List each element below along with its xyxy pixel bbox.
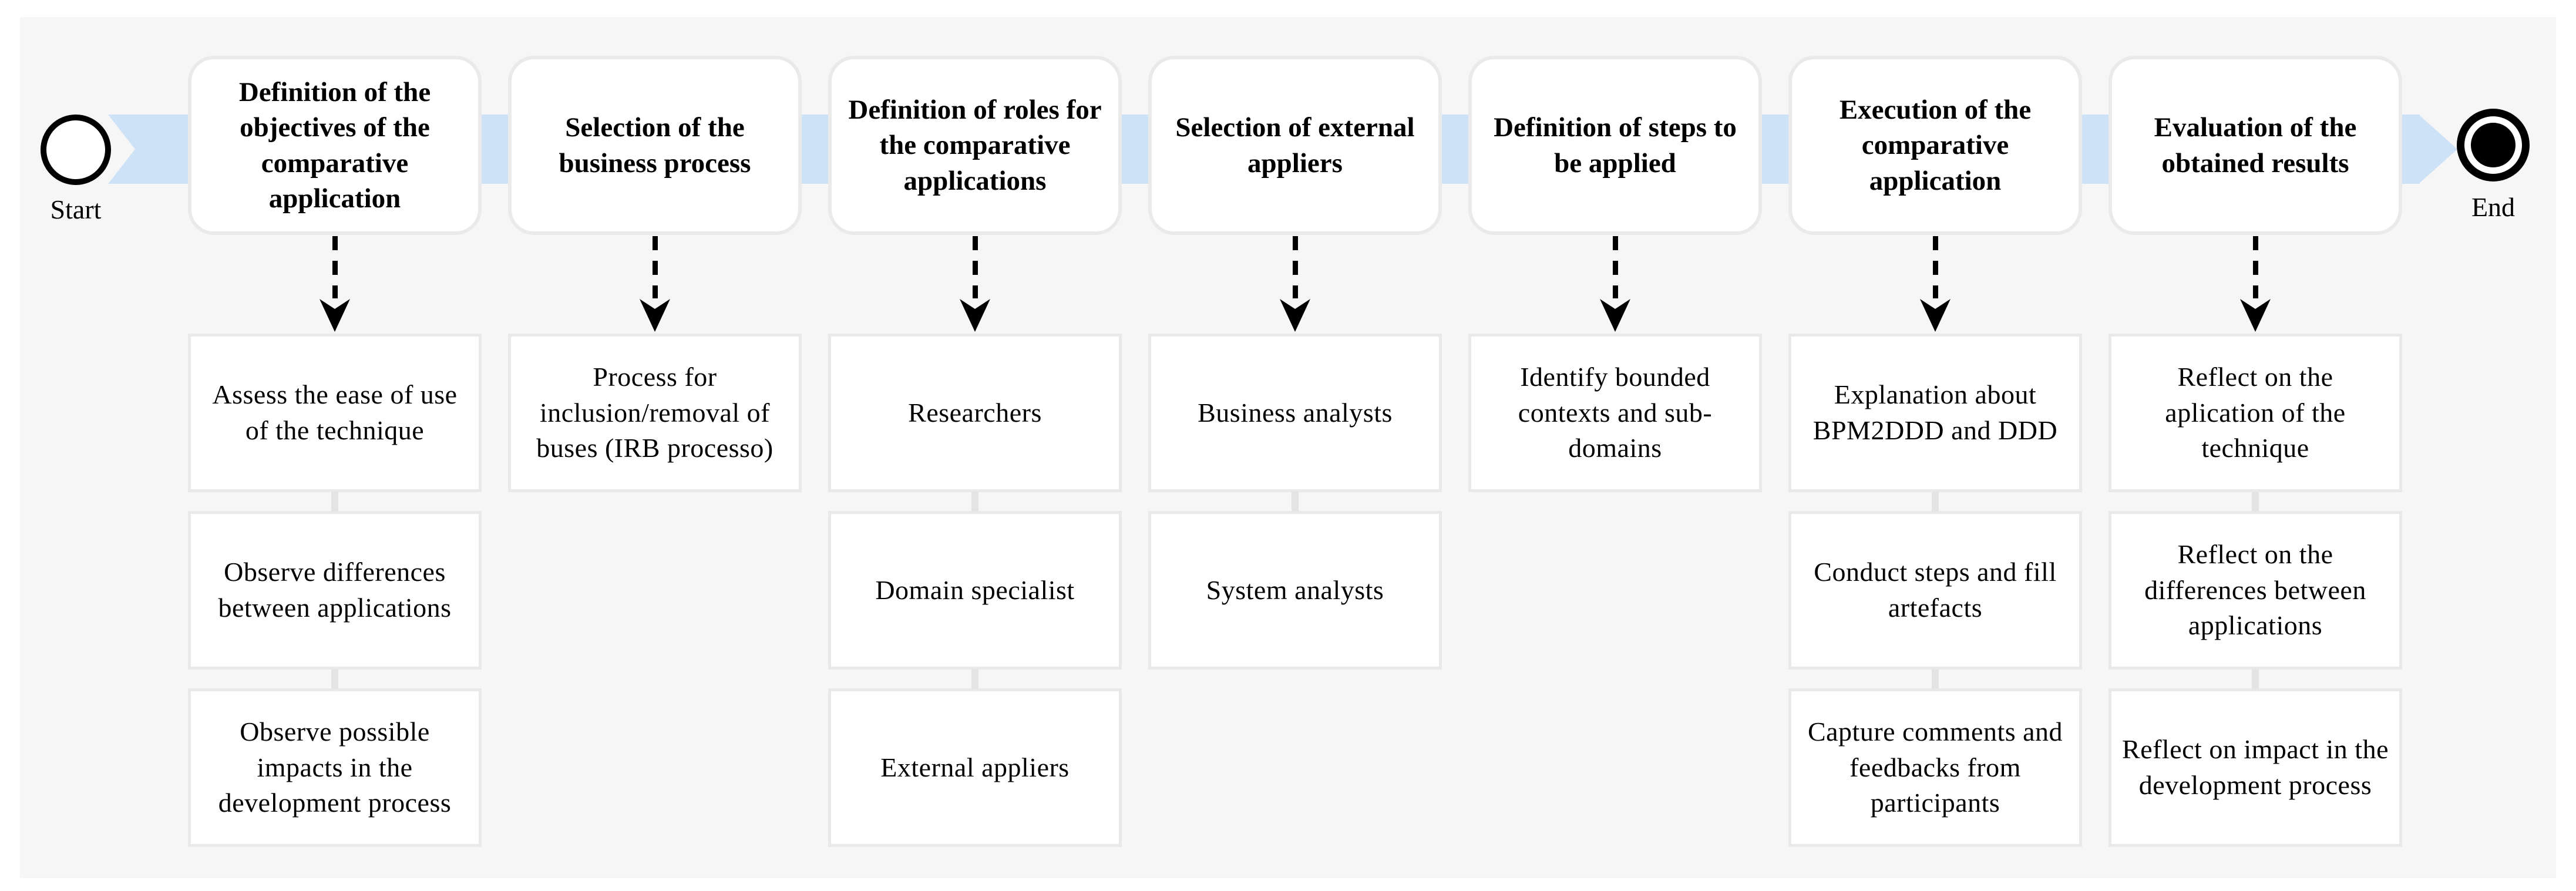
substep-box: Observe possible impacts in the developm…: [188, 688, 482, 847]
end-event-ring: [2464, 116, 2522, 174]
column-connector: [1932, 492, 1939, 512]
substep-box: Assess the ease of use of the technique: [188, 334, 482, 492]
substep-box: External appliers: [828, 688, 1122, 847]
substep-box: Conduct steps and fill artefacts: [1788, 511, 2082, 670]
step-box: Evaluation of the obtained results: [2108, 56, 2402, 235]
substep-box: Process for inclusion/removal of buses (…: [508, 334, 802, 492]
start-label: Start: [50, 194, 102, 224]
column-connector: [971, 669, 978, 689]
substep-box: Reflect on the differences between appli…: [2108, 511, 2402, 670]
substep-box: Domain specialist: [828, 511, 1122, 670]
substep-box: Reflect on the aplication of the techniq…: [2108, 334, 2402, 492]
column-connector: [1292, 492, 1299, 512]
substep-box: Identify bounded contexts and sub-domain…: [1468, 334, 1762, 492]
step-box: Selection of the business process: [508, 56, 802, 235]
dashed-arrow-line: [652, 236, 658, 298]
down-arrow-head-icon: [1280, 299, 1310, 332]
substep-box: Capture comments and feedbacks from part…: [1788, 688, 2082, 847]
dashed-arrow-line: [1292, 236, 1298, 298]
dashed-arrow-line: [1612, 236, 1618, 298]
step-box: Selection of external appliers: [1148, 56, 1442, 235]
down-arrow-head-icon: [1600, 299, 1630, 332]
down-arrow-head-icon: [1920, 299, 1951, 332]
substep-box: Observe differences between applications: [188, 511, 482, 670]
substep-box: Business analysts: [1148, 334, 1442, 492]
dashed-arrow-line: [332, 236, 338, 298]
down-arrow-head-icon: [640, 299, 670, 332]
column-connector: [331, 492, 338, 512]
column-connector: [331, 669, 338, 689]
flow-ribbon-tail-notch: [108, 115, 135, 184]
step-box: Execution of the comparative application: [1788, 56, 2082, 235]
substep-box: Researchers: [828, 334, 1122, 492]
dashed-arrow-line: [2252, 236, 2258, 298]
end-event-icon: [2457, 109, 2530, 181]
step-box: Definition of roles for the comparative …: [828, 56, 1122, 235]
substep-box: System analysts: [1148, 511, 1442, 670]
down-arrow-head-icon: [320, 299, 350, 332]
substep-box: Explanation about BPM2DDD and DDD: [1788, 334, 2082, 492]
end-event-core: [2471, 123, 2516, 167]
down-arrow-head-icon: [2240, 299, 2271, 332]
column-connector: [971, 492, 978, 512]
substep-box: Reflect on impact in the development pro…: [2108, 688, 2402, 847]
step-box: Definition of the objectives of the comp…: [188, 56, 482, 235]
flow-ribbon-arrowhead-icon: [2419, 115, 2457, 184]
down-arrow-head-icon: [960, 299, 990, 332]
column-connector: [2252, 669, 2259, 689]
column-connector: [1932, 669, 1939, 689]
dashed-arrow-line: [972, 236, 978, 298]
end-label: End: [2471, 192, 2516, 222]
step-box: Definition of steps to be applied: [1468, 56, 1762, 235]
start-event-icon: [41, 115, 111, 185]
dashed-arrow-line: [1932, 236, 1938, 298]
column-connector: [2252, 492, 2259, 512]
